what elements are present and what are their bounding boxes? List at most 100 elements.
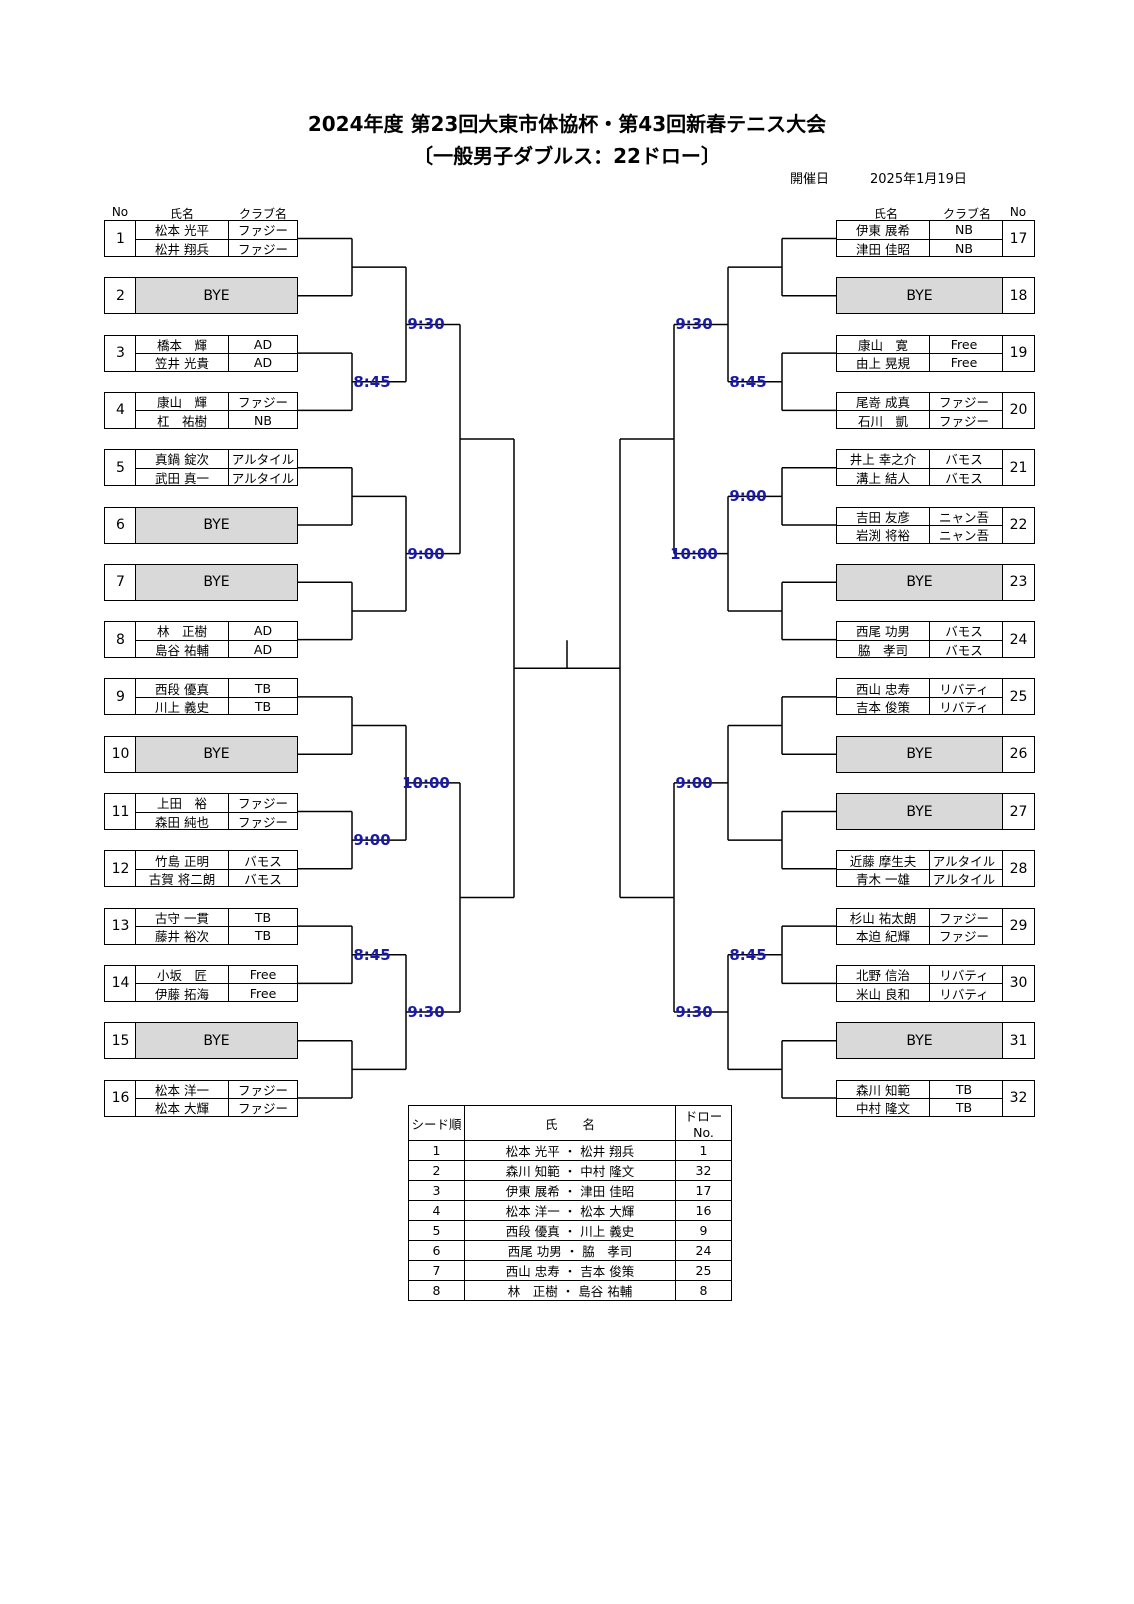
player-name: 溝上 結人 <box>856 470 910 486</box>
club-name: TB <box>254 928 272 944</box>
player-name: 石川 凱 <box>857 413 908 429</box>
column-divider <box>929 335 930 371</box>
player-name: 由上 晃規 <box>856 356 910 372</box>
column-divider <box>228 851 229 887</box>
player-name: 北野 信治 <box>856 968 910 984</box>
draw-number: 3 <box>104 334 137 372</box>
column-divider <box>228 622 229 658</box>
player-name: 橋本 輝 <box>156 337 207 353</box>
player-name: 松本 洋一 <box>155 1082 209 1098</box>
seed-rank: 2 <box>408 1160 465 1181</box>
seed-drawno: 32 <box>675 1160 732 1181</box>
club-name: アルタイル <box>231 452 295 468</box>
player-name: 康山 寛 <box>857 337 908 353</box>
club-name: ファジー <box>237 1101 288 1117</box>
match-time: 10:00 <box>402 773 450 792</box>
title-line-2: 〔一般男子ダブルス：22ドロー〕 <box>413 144 721 168</box>
draw-number: 4 <box>104 391 137 429</box>
row-divider <box>837 926 1002 928</box>
draw-number: 13 <box>104 907 137 945</box>
club-name: TB <box>254 909 272 925</box>
column-divider <box>929 392 930 428</box>
club-name: ファジー <box>237 223 288 239</box>
draw-number: 14 <box>104 964 137 1002</box>
match-time: 9:00 <box>407 544 445 563</box>
club-name: NB <box>955 222 973 238</box>
seed-drawno: 16 <box>675 1200 732 1221</box>
player-name: 米山 良和 <box>856 986 910 1002</box>
pair-box: 杉山 祐太朗ファジー本迫 紀輝ファジー <box>836 907 1003 945</box>
club-name: ファジー <box>237 395 288 411</box>
club-name: AD <box>253 623 273 639</box>
row-divider <box>136 238 297 240</box>
draw-number: 31 <box>1002 1022 1035 1060</box>
club-name: アルタイル <box>231 470 295 486</box>
seed-drawno: 8 <box>675 1280 732 1301</box>
pair-box: 竹島 正明バモス古賀 将二朗バモス <box>135 850 298 888</box>
match-time: 9:00 <box>729 487 767 506</box>
club-name: バモス <box>945 470 983 486</box>
draw-number: 26 <box>1002 735 1035 773</box>
draw-number: 28 <box>1002 850 1035 888</box>
column-divider <box>228 450 229 486</box>
draw-number: 32 <box>1002 1079 1035 1117</box>
seed-rank: 1 <box>408 1140 465 1161</box>
column-divider <box>228 392 229 428</box>
player-name: 森田 純也 <box>155 814 209 830</box>
seed-names: 西段 優真 ・ 川上 義史 <box>464 1220 676 1241</box>
column-divider <box>228 335 229 371</box>
player-name: 藤井 裕次 <box>155 929 209 945</box>
club-name: NB <box>254 412 272 428</box>
draw-number: 11 <box>104 793 137 830</box>
player-name: 脇 孝司 <box>857 642 908 658</box>
column-divider <box>929 507 930 543</box>
player-name: 青木 一雄 <box>856 872 910 888</box>
draw-number: 27 <box>1002 793 1035 830</box>
club-name: ファジー <box>237 241 288 257</box>
row-divider <box>837 353 1002 355</box>
bye-slot: BYE <box>836 793 1003 830</box>
player-name: 杠 祐樹 <box>156 413 207 429</box>
pair-box: 松本 洋一ファジー松本 大輝ファジー <box>135 1079 298 1117</box>
player-name: 伊東 展希 <box>856 223 910 239</box>
column-divider <box>228 221 229 256</box>
column-divider <box>228 1080 229 1116</box>
pair-box: 井上 幸之介バモス溝上 結人バモス <box>836 449 1003 487</box>
club-name: リバティ <box>939 968 989 984</box>
draw-number: 8 <box>104 621 137 659</box>
column-divider <box>929 450 930 486</box>
club-name: ファジー <box>237 796 288 812</box>
club-name: Free <box>249 967 277 983</box>
club-name: ファジー <box>237 814 288 830</box>
header-no-right: No <box>1009 205 1027 219</box>
club-name: バモス <box>244 853 282 869</box>
header-club-left: クラブ名 <box>238 207 287 221</box>
club-name: ファジー <box>938 910 989 926</box>
bye-slot: BYE <box>135 1022 298 1060</box>
draw-number: 30 <box>1002 964 1035 1002</box>
column-divider <box>228 965 229 1001</box>
player-name: 古守 一貫 <box>155 910 209 926</box>
pair-box: 真鍋 錠次アルタイル武田 真一アルタイル <box>135 449 298 487</box>
row-divider <box>136 1098 297 1099</box>
club-name: バモス <box>945 642 983 658</box>
draw-number: 16 <box>104 1079 137 1117</box>
player-name: 川上 義史 <box>155 700 209 716</box>
seed-names: 伊東 展希 ・ 津田 佳昭 <box>464 1180 676 1201</box>
seed-names: 林 正樹 ・ 島谷 祐輔 <box>464 1280 676 1301</box>
match-time: 10:00 <box>670 544 718 563</box>
club-name: TB <box>955 1081 973 1097</box>
row-divider <box>837 238 1002 240</box>
match-time: 8:45 <box>729 372 767 391</box>
row-divider <box>837 410 1002 412</box>
pair-box: 上田 裕ファジー森田 純也ファジー <box>135 793 298 830</box>
club-name: ファジー <box>938 395 989 411</box>
